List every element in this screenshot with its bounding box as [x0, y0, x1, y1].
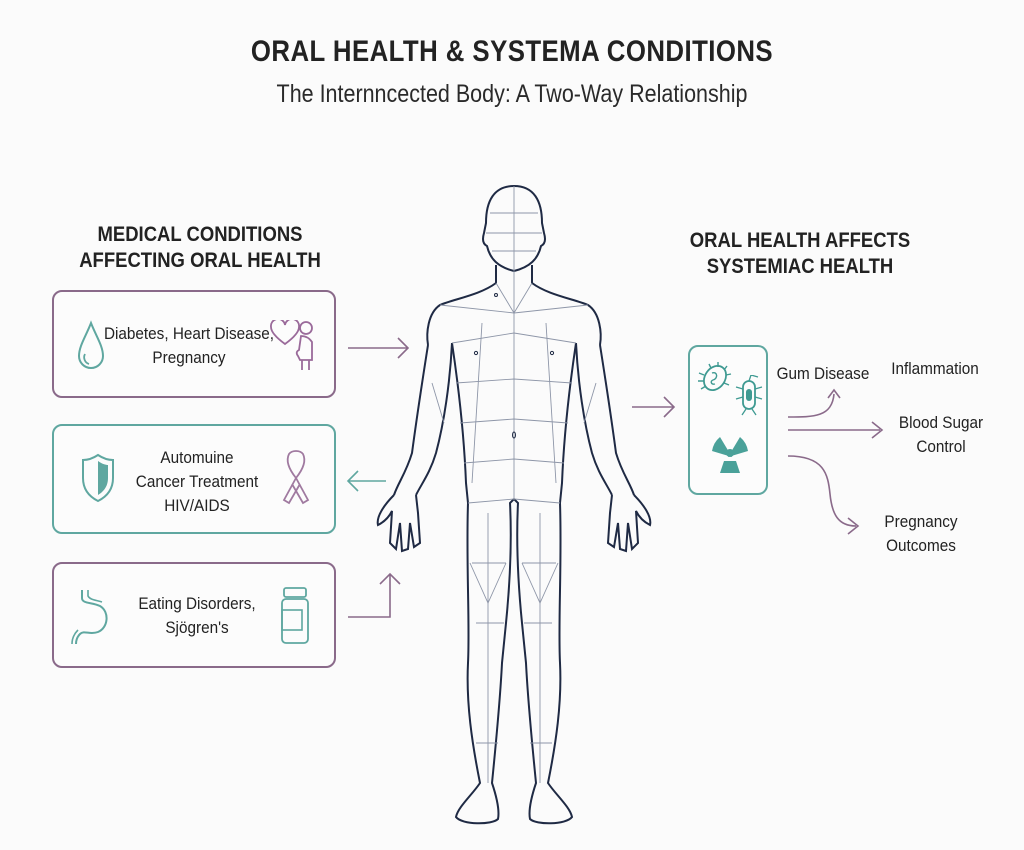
- text-line: HIV/AIDS: [164, 496, 230, 515]
- text-line: Blood Sugar: [898, 413, 984, 432]
- arrow-left-icon: [346, 470, 386, 492]
- text-line: Control: [916, 437, 966, 456]
- pregnant-woman-icon: [292, 320, 320, 374]
- heart-icon: [270, 320, 300, 346]
- bacteria-icon: [696, 361, 734, 395]
- human-body-figure: [376, 184, 652, 825]
- right-heading-line1: ORAL HEALTH AFFECTS: [689, 229, 911, 252]
- left-heading-line2: AFFECTING ORAL HEALTH: [79, 249, 321, 272]
- right-section-heading: ORAL HEALTH AFFECTS SYSTEMIAC HEALTH: [668, 228, 932, 280]
- condition-box-text: Automuine Cancer Treatment HIV/AIDS: [121, 446, 274, 518]
- water-drop-icon: [76, 320, 106, 372]
- text-line: Pregnancy: [884, 512, 958, 531]
- page-subtitle: The Internncected Body: A Two-Way Relati…: [276, 80, 748, 108]
- outcome-arrows: [787, 388, 884, 535]
- awareness-ribbon-icon: [278, 448, 314, 506]
- text-line: Sjögren's: [165, 618, 229, 637]
- condition-box-autoimmune: Automuine Cancer Treatment HIV/AIDS: [52, 424, 336, 534]
- bacterium-icon: [734, 375, 764, 417]
- oral-health-box: [688, 345, 768, 495]
- outcome-pregnancy-outcomes: Pregnancy Outcomes: [872, 510, 971, 558]
- text-line: Cancer Treatment: [135, 472, 259, 491]
- shield-icon: [80, 452, 116, 504]
- text-line: Eating Disorders,: [138, 594, 256, 613]
- text-line: Diabetes, Heart Disease,: [103, 324, 275, 343]
- page-title: ORAL HEALTH & SYSTEMA CONDITIONS: [250, 35, 774, 68]
- condition-box-text: Eating Disorders, Sjögren's: [130, 592, 265, 640]
- condition-box-eating-disorders: Eating Disorders, Sjögren's: [52, 562, 336, 668]
- arrow-elbow-up-icon: [348, 572, 401, 618]
- gum-disease-label: Gum Disease: [776, 364, 870, 383]
- condition-box-diabetes: Diabetes, Heart Disease, Pregnancy: [52, 290, 336, 398]
- left-heading-line1: MEDICAL CONDITIONS: [97, 223, 303, 246]
- condition-box-text: Diabetes, Heart Disease, Pregnancy: [104, 322, 275, 370]
- arrow-right-icon: [348, 337, 410, 359]
- radiation-icon: [710, 433, 750, 473]
- arrow-right-icon: [632, 396, 676, 418]
- outcome-blood-sugar-control: Blood Sugar Control: [892, 411, 991, 459]
- text-line: Automuine: [160, 448, 234, 467]
- text-line: Inflammation: [891, 359, 979, 378]
- right-heading-line2: SYSTEMIAC HEALTH: [706, 255, 894, 278]
- left-section-heading: MEDICAL CONDITIONS AFFECTING ORAL HEALTH: [59, 222, 341, 274]
- stomach-icon: [70, 588, 114, 646]
- text-line: Pregnancy: [152, 348, 226, 367]
- text-line: Outcomes: [886, 536, 956, 555]
- medicine-bottle-icon: [280, 586, 310, 646]
- outcome-inflammation: Inflammation: [886, 357, 985, 381]
